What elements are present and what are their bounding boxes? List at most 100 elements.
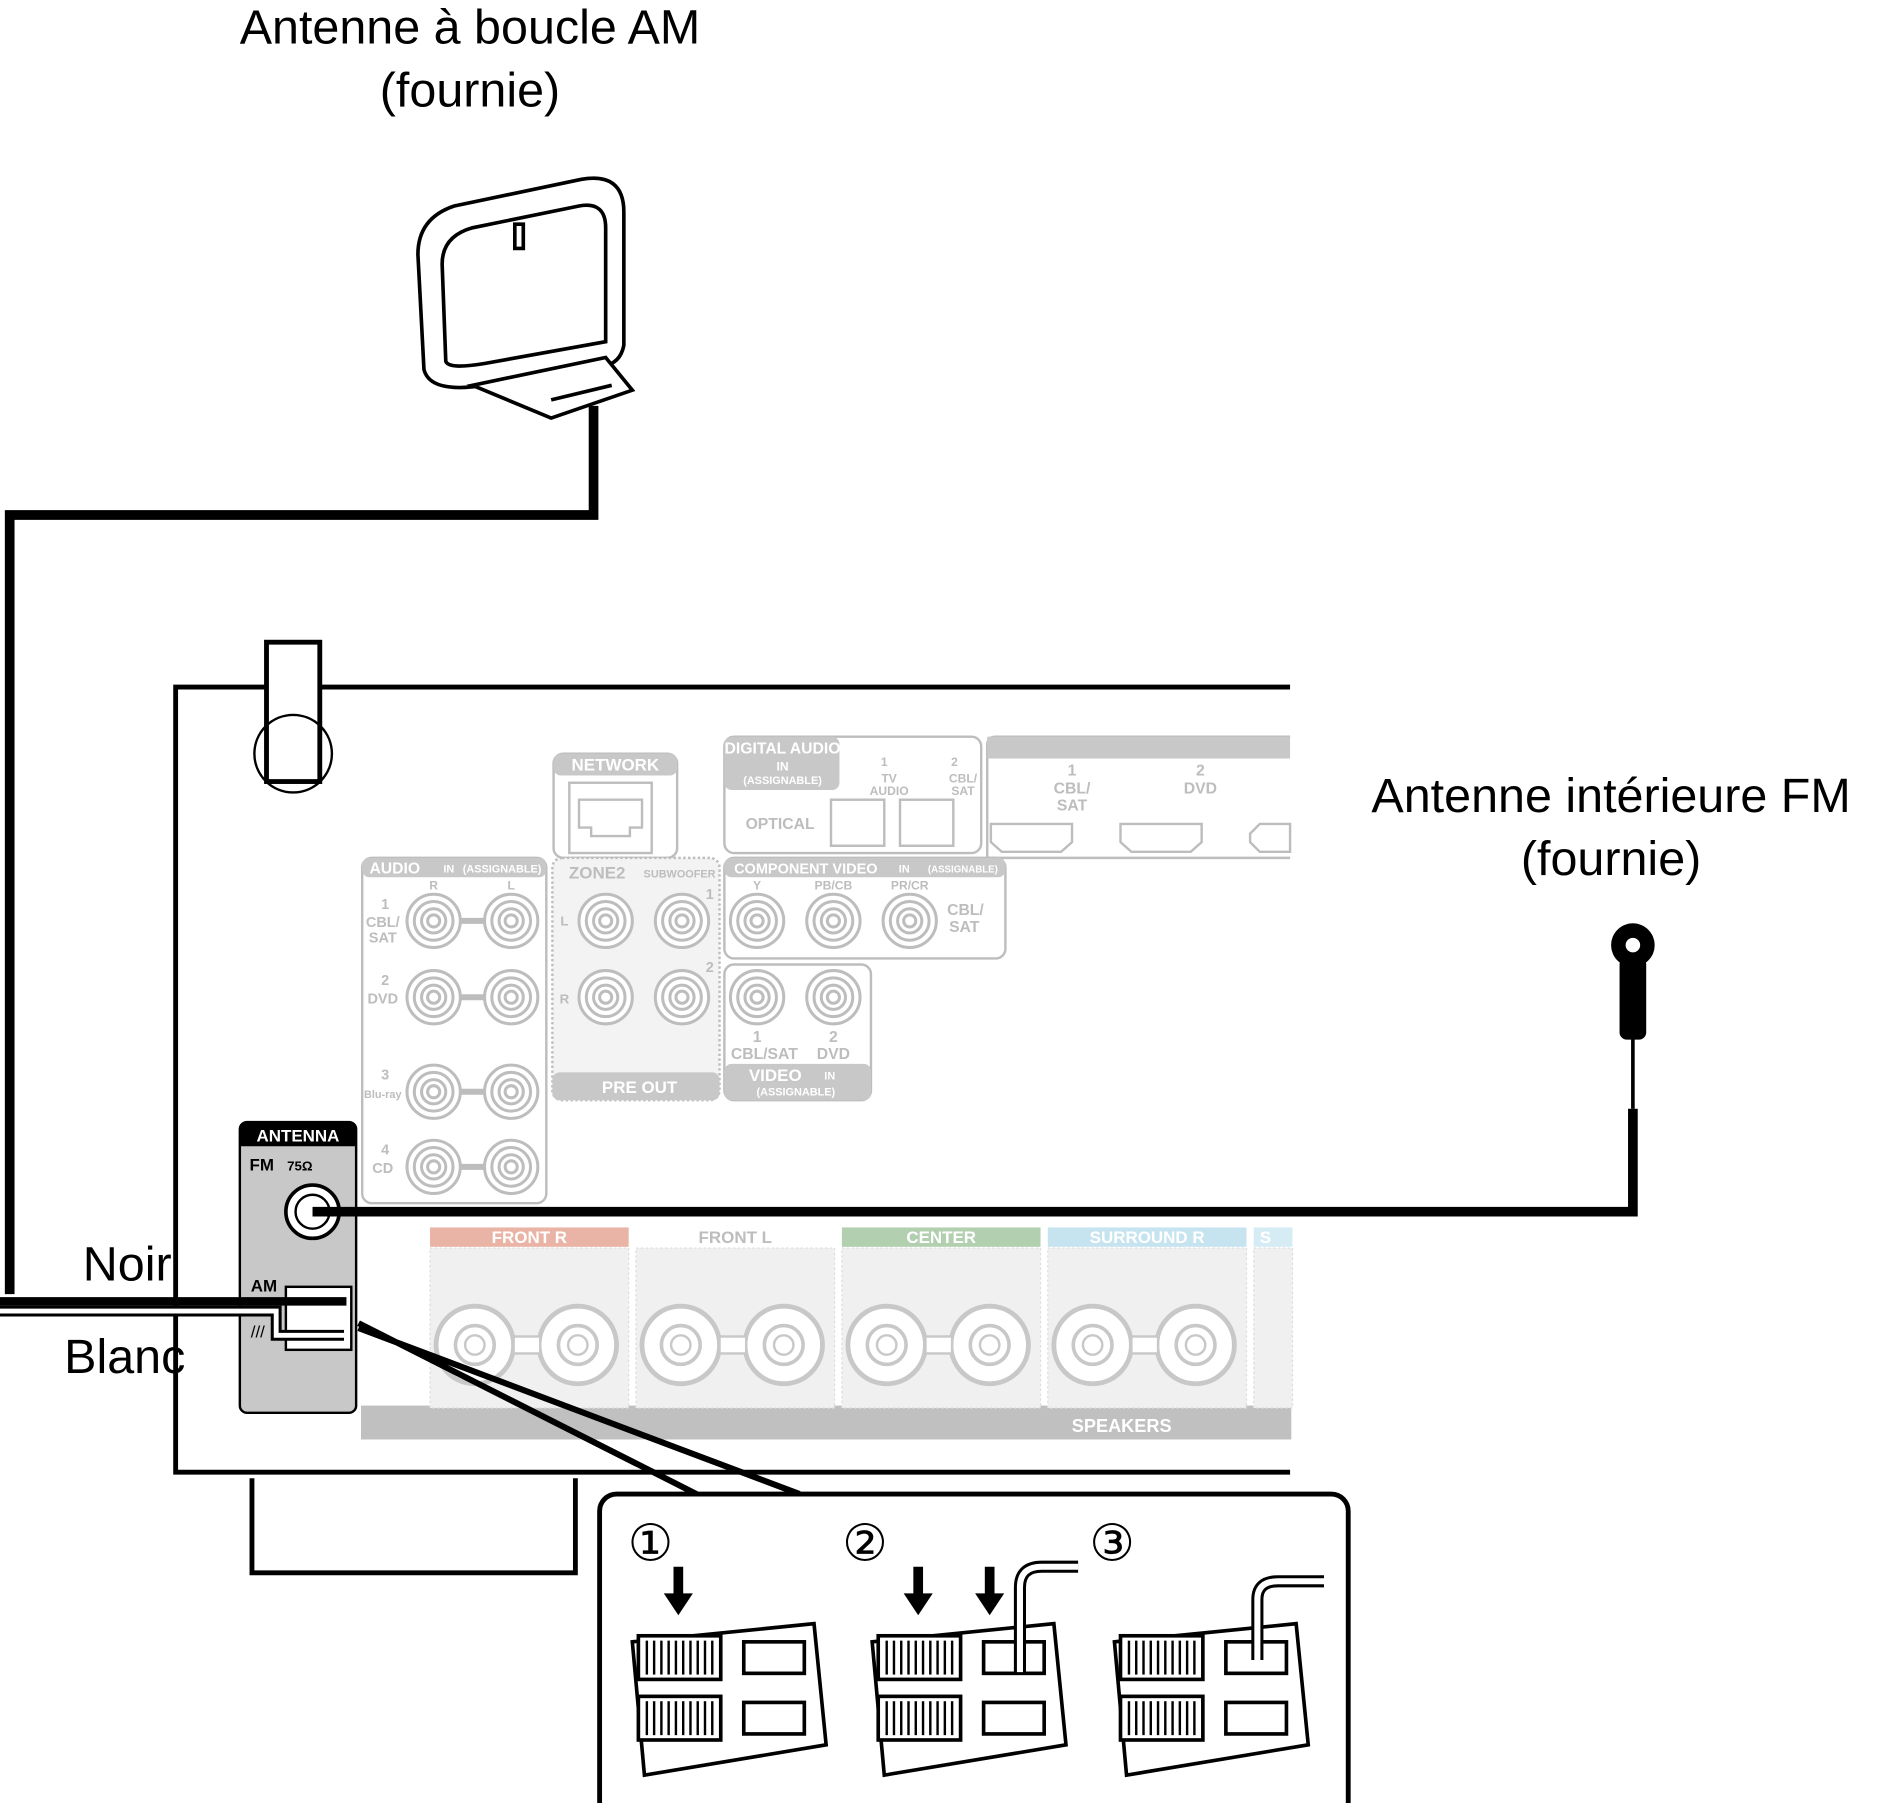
- hdmi-1-label-2: SAT: [1057, 798, 1088, 815]
- down-arrow-icon: [663, 1566, 693, 1616]
- optical-label: OPTICAL: [746, 816, 815, 833]
- speaker-channel: FRONT L: [635, 1227, 836, 1409]
- rca-jack-left: [483, 892, 540, 950]
- pre-out-jack: [577, 892, 634, 950]
- audio-row-label: CBL/: [366, 915, 400, 931]
- rca-jack-right: [405, 892, 462, 950]
- am-label: AM: [251, 1277, 277, 1296]
- speakers-label: SPEAKERS: [1072, 1416, 1172, 1436]
- fm-antenna-subtitle: (fournie): [1521, 832, 1701, 886]
- white-wire: [0, 1308, 345, 1338]
- audio-input-row: 4CD: [372, 1138, 540, 1196]
- zone2-label: ZONE2: [569, 863, 626, 882]
- pre-out-jack: [653, 892, 711, 950]
- down-arrow-icon: [903, 1566, 933, 1616]
- audio-row-number: 4: [381, 1143, 389, 1159]
- audio-row-label: CD: [372, 1161, 393, 1177]
- speaker-terminal-knob: [845, 1303, 928, 1387]
- component-video-label: COMPONENT VIDEO: [734, 862, 878, 878]
- video-2-label: DVD: [817, 1046, 850, 1063]
- am-loop-antenna-icon: [416, 176, 636, 420]
- pre-out-label: PRE OUT: [602, 1078, 678, 1097]
- pb-label: PB/CB: [815, 878, 853, 892]
- assignable-label: (ASSIGNABLE): [757, 1086, 836, 1098]
- digital-audio-optical-inputs: DIGITAL AUDIO IN (ASSIGNABLE) OPTICAL 1 …: [723, 735, 983, 855]
- optical-2-label: CBL/: [949, 772, 978, 786]
- video-1-number: 1: [753, 1029, 762, 1046]
- in-label: IN: [443, 863, 454, 875]
- in-label: IN: [899, 863, 910, 875]
- pre-out-jack: [577, 969, 634, 1026]
- white-wire-label: Blanc: [64, 1330, 185, 1384]
- assignable-label: (ASSIGNABLE): [743, 775, 822, 787]
- optical-2-number: 2: [951, 755, 958, 769]
- subwoofer-label: SUBWOOFER: [644, 868, 716, 880]
- optical-1-number: 1: [881, 755, 888, 769]
- black-wire-label: Noir: [83, 1238, 172, 1292]
- speaker-channel-label: FRONT L: [699, 1228, 772, 1247]
- pre-out-jack: [653, 969, 711, 1026]
- audio-row-number: 3: [381, 1068, 389, 1084]
- in-label: IN: [776, 760, 788, 774]
- digital-audio-label: DIGITAL AUDIO: [725, 741, 841, 758]
- hdmi-inputs: 1 CBL/ SAT 2 DVD: [986, 735, 1292, 860]
- fm-antenna-icon: [1611, 923, 1655, 1040]
- speaker-channel-label: FRONT R: [492, 1228, 567, 1247]
- hdmi-2-number: 2: [1196, 762, 1205, 779]
- fm-label: FM: [250, 1155, 274, 1174]
- svg-text:///: ///: [251, 1323, 265, 1342]
- am-antenna-subtitle: (fournie): [380, 64, 560, 118]
- video-jack: [805, 969, 862, 1026]
- assignable-label: (ASSIGNABLE): [928, 864, 998, 875]
- speaker-channel-label: CENTER: [906, 1228, 976, 1247]
- speaker-channel-label: S: [1260, 1228, 1271, 1247]
- audio-label: AUDIO: [369, 861, 420, 878]
- speaker-channel: CENTER: [841, 1227, 1042, 1409]
- speaker-terminal-knob: [639, 1303, 722, 1387]
- in-label: IN: [824, 1071, 835, 1083]
- zone2-left-label: L: [560, 914, 568, 929]
- rca-jack-left: [483, 1138, 540, 1196]
- network-port: NETWORK: [552, 752, 679, 860]
- assignable-label: (ASSIGNABLE): [463, 863, 542, 875]
- antenna-label: ANTENNA: [257, 1126, 340, 1145]
- video-2-number: 2: [829, 1029, 838, 1046]
- left-channel-label: L: [507, 878, 515, 892]
- fm-antenna-cable: [312, 1108, 1638, 1217]
- speaker-terminal-knob: [1051, 1303, 1134, 1387]
- component-source-label-2: SAT: [949, 919, 980, 936]
- rca-jack-right: [405, 969, 462, 1026]
- step-2-marker: ②: [842, 1514, 888, 1573]
- hdmi-1-number: 1: [1068, 762, 1077, 779]
- optical-2-label-2: SAT: [951, 784, 975, 798]
- zone2-right-label: R: [560, 991, 570, 1006]
- pre-out-section: PRE OUT ZONE2 SUBWOOFER 1 2 L R: [551, 856, 721, 1102]
- rca-jack-right: [405, 1063, 462, 1120]
- pr-label: PR/CR: [891, 878, 929, 892]
- rca-jack-left: [483, 1063, 540, 1120]
- video-label: VIDEO: [749, 1066, 802, 1085]
- optical-1-label: TV: [881, 772, 896, 786]
- subwoofer-2-number: 2: [706, 960, 714, 976]
- optical-1-label-2: AUDIO: [870, 784, 909, 798]
- hdmi-1-label: CBL/: [1054, 781, 1091, 798]
- am-antenna-title: Antenne à boucle AM: [240, 1, 701, 55]
- speaker-terminal-knob: [742, 1303, 825, 1387]
- rca-jack-left: [483, 969, 540, 1026]
- speaker-terminal-knob: [1154, 1303, 1237, 1387]
- step-3-marker: ③: [1089, 1514, 1135, 1573]
- audio-row-label: Blu-ray: [364, 1089, 402, 1101]
- receiver-rear-panel: SPEAKERS: [173, 639, 1292, 1576]
- rca-jack-right: [405, 1138, 462, 1196]
- audio-row-label-2: SAT: [369, 931, 397, 947]
- callout-pointer: [357, 1320, 801, 1497]
- video-jack: [805, 892, 862, 950]
- video-jack: [728, 892, 786, 950]
- y-label: Y: [753, 878, 761, 892]
